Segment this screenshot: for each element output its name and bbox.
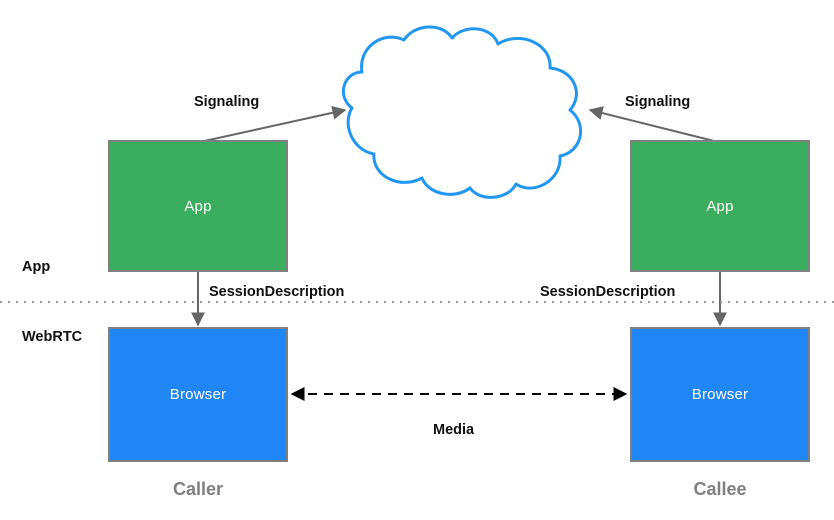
caller-signaling-arrow — [199, 105, 347, 143]
callee-browser-label: Browser — [691, 386, 749, 403]
callee-signaling-label: Signaling — [625, 94, 691, 110]
caller-signaling-label: Signaling — [194, 94, 260, 110]
callee-app-label: App — [706, 197, 734, 215]
role-label-caller: Caller — [172, 479, 224, 499]
layer-label-webrtc: WebRTC — [22, 329, 83, 345]
callee-signaling-arrow — [588, 106, 719, 143]
caller-app-label: App — [184, 197, 212, 215]
media-label: Media — [433, 422, 475, 438]
caller-sessiondescription-label: SessionDescription — [209, 284, 345, 300]
layer-label-app: App — [22, 259, 51, 275]
callee-sessiondescription-label: SessionDescription — [540, 284, 676, 300]
caller-app-box[interactable]: App — [108, 140, 288, 272]
cloud-icon — [341, 25, 582, 199]
callee-app-box[interactable]: App — [630, 140, 810, 272]
role-label-callee: Callee — [693, 479, 747, 499]
caller-browser-label: Browser — [169, 386, 227, 403]
caller-browser-box[interactable]: Browser — [108, 327, 288, 462]
callee-browser-box[interactable]: Browser — [630, 327, 810, 462]
